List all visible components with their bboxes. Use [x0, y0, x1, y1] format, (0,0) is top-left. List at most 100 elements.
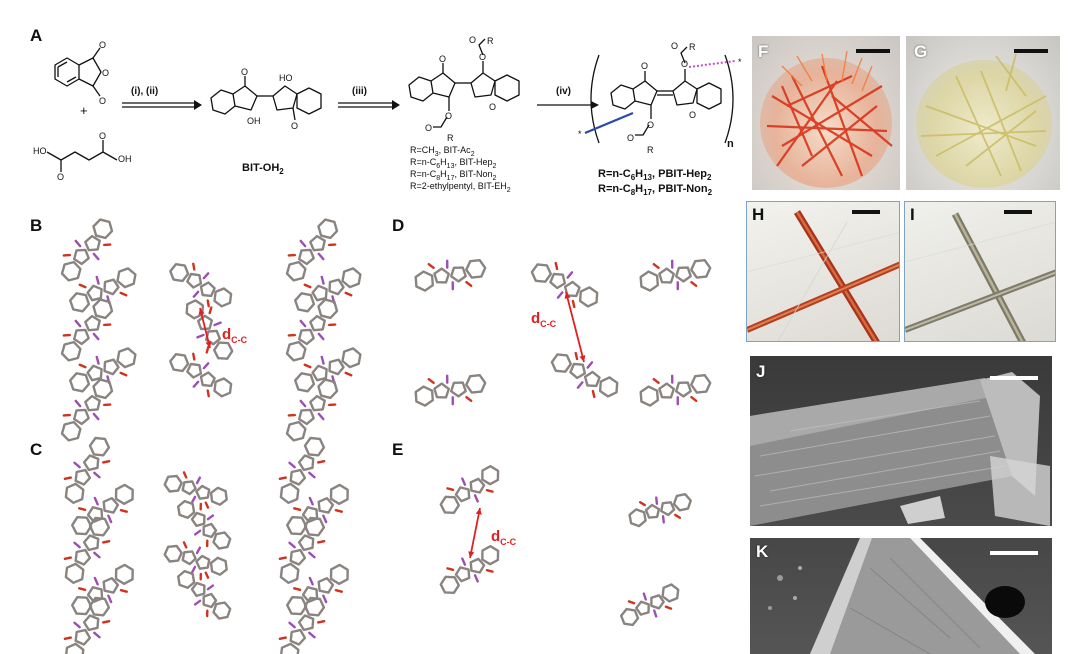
- oxygen-bond: [638, 501, 646, 507]
- reaction-step-1-label: (i), (ii): [131, 86, 159, 97]
- benzene-ring: [303, 596, 326, 617]
- monomer-line-1: R=CH3, BIT-Ac2: [410, 145, 475, 158]
- sem-image-j: [750, 356, 1052, 526]
- diester-o-carbonyl-bot: O: [425, 123, 432, 133]
- five-membered-ring: [195, 554, 211, 570]
- benzene-ring: [169, 353, 190, 373]
- benzene-ring: [88, 596, 111, 617]
- five-membered-ring: [469, 477, 486, 494]
- oxygen-bond: [303, 283, 312, 289]
- hydrogen-bond: [73, 621, 81, 629]
- five-membered-ring: [298, 408, 315, 426]
- hydrogen-bond: [655, 496, 659, 505]
- benzene-ring: [439, 495, 460, 514]
- five-membered-ring: [454, 566, 471, 583]
- five-membered-ring: [635, 600, 650, 616]
- photo-g-yellow-crystals: [906, 36, 1060, 190]
- five-membered-ring: [102, 577, 120, 594]
- hydrogen-bond: [206, 514, 215, 521]
- succinic-oh: OH: [118, 154, 132, 164]
- five-membered-ring: [186, 362, 203, 379]
- benzene-ring: [65, 642, 85, 654]
- five-membered-ring: [644, 503, 661, 519]
- five-membered-ring: [309, 314, 326, 332]
- benzene-ring: [185, 299, 205, 320]
- benzene-ring: [60, 260, 82, 282]
- oxygen-bond: [465, 395, 473, 403]
- hydrogen-bond: [202, 362, 210, 370]
- crystal-packing-drawings: [60, 218, 712, 654]
- sem-crystal-k: [768, 538, 1035, 654]
- hydrogen-bond: [195, 546, 202, 555]
- oxygen-bond: [192, 262, 196, 271]
- oxygen-bond: [591, 389, 596, 399]
- oxygen-bond: [206, 389, 210, 398]
- distance-arrow-e: [469, 507, 481, 559]
- hydrogen-bond: [107, 594, 113, 604]
- oxygen-bond: [182, 541, 188, 549]
- oxygen-bond: [465, 280, 473, 288]
- five-membered-ring: [84, 394, 101, 412]
- bit-oh2-structure: O HO OH O: [210, 67, 322, 131]
- five-membered-ring: [84, 234, 101, 252]
- hydrogen-bond: [95, 275, 100, 285]
- benzene-ring: [209, 556, 228, 576]
- hydrogen-bond: [193, 599, 202, 606]
- hydrogen-bond: [566, 271, 574, 279]
- oxygen-bond: [664, 605, 673, 610]
- hydrogen-bond: [308, 496, 314, 506]
- panel-label-b: B: [30, 216, 43, 235]
- hydrogen-bond: [586, 361, 594, 369]
- scale-bar-i: [1004, 210, 1032, 214]
- diester-o-ester-top: O: [479, 52, 486, 62]
- hydrogen-bond: [93, 576, 99, 586]
- oxygen-bond: [652, 377, 660, 385]
- five-membered-ring: [190, 511, 206, 528]
- scale-bar-k: [990, 551, 1038, 555]
- benzene-ring: [294, 292, 316, 313]
- bit-oh2-o-top: O: [241, 67, 248, 77]
- oxygen-bond: [293, 507, 302, 511]
- benzene-ring: [92, 218, 114, 240]
- oxygen-bond: [278, 636, 287, 640]
- benzene-ring: [116, 267, 137, 289]
- five-membered-ring: [289, 548, 307, 566]
- five-membered-ring: [309, 394, 326, 412]
- hydrogen-bond: [308, 471, 316, 479]
- five-membered-ring: [297, 454, 315, 472]
- sem-image-k: [750, 538, 1052, 654]
- phthalic-anhydride-structure: O O O: [54, 40, 109, 106]
- benzene-ring: [690, 259, 712, 279]
- photo-h-red-fiber: [746, 201, 900, 342]
- benzene-ring: [280, 642, 300, 654]
- five-membered-ring: [583, 370, 601, 388]
- five-membered-ring: [658, 382, 675, 399]
- hydrogen-bond: [195, 476, 202, 485]
- oxygen-bond: [63, 476, 72, 480]
- distance-arrow-e-head: [468, 551, 475, 558]
- scale-bar-h: [852, 210, 880, 214]
- benzene-ring: [114, 563, 134, 585]
- distance-arrow-b-head: [198, 308, 205, 315]
- benzene-ring: [465, 259, 487, 279]
- five-membered-ring: [297, 534, 315, 552]
- oxygen-bond: [278, 556, 287, 560]
- scale-bar-f: [856, 49, 890, 53]
- polymer-line-2: R=n-C8H17, PBIT-Non2: [598, 183, 713, 198]
- oxygen-bond: [102, 460, 111, 464]
- hydrogen-bond: [322, 594, 328, 604]
- anhydride-o-mid: O: [102, 68, 109, 78]
- five-membered-ring: [301, 586, 319, 603]
- hydrogen-bond: [288, 461, 296, 469]
- five-membered-ring: [298, 248, 315, 266]
- five-membered-ring: [103, 278, 120, 296]
- diester-r-top: R: [487, 36, 494, 46]
- oxygen-bond: [119, 589, 128, 593]
- five-membered-ring: [569, 362, 586, 380]
- hydrogen-bond: [107, 514, 113, 524]
- oxygen-bond: [344, 371, 353, 377]
- reaction-arrow-3: [537, 101, 599, 109]
- hydrogen-bond: [576, 381, 584, 389]
- five-membered-ring: [74, 628, 92, 646]
- benzene-ring: [414, 270, 434, 292]
